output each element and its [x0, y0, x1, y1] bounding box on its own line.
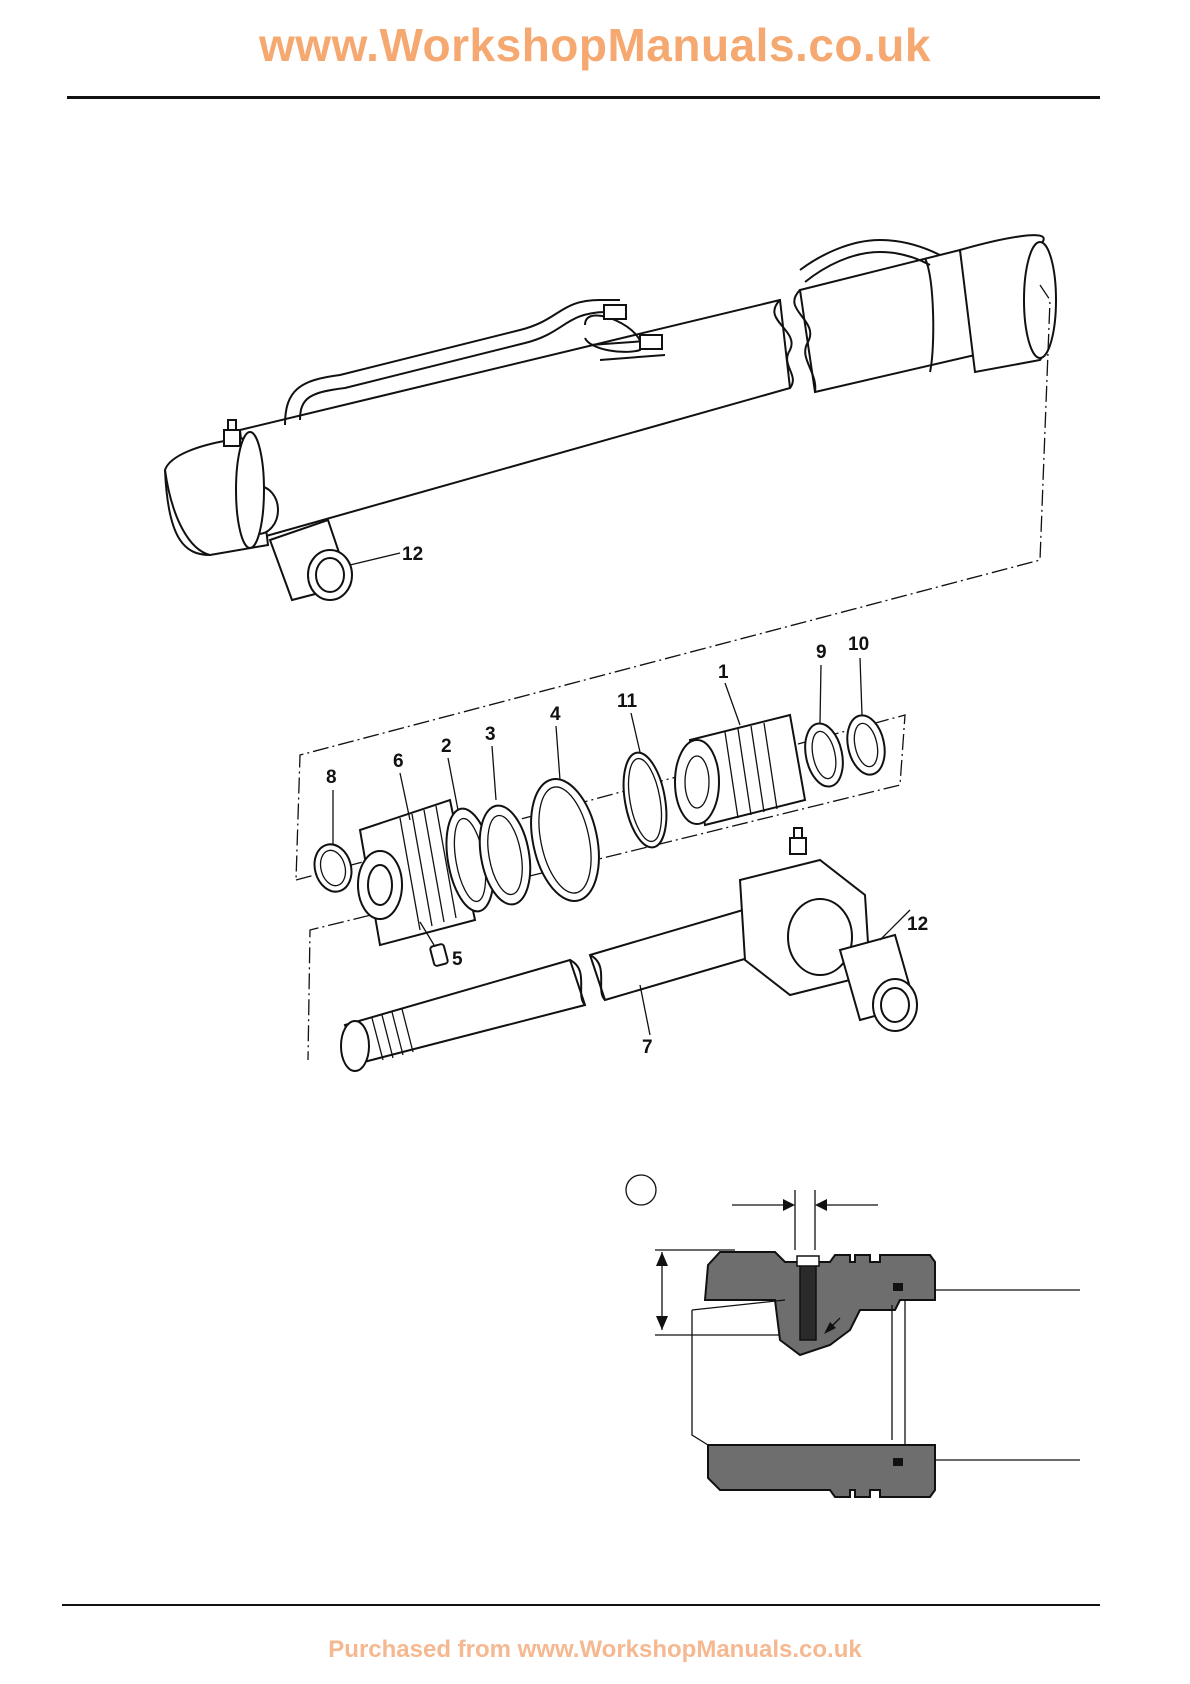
- gland-section-detail: [626, 1175, 1080, 1497]
- section-marker-circle: [626, 1175, 656, 1205]
- callout-2: 2: [441, 736, 452, 757]
- callout-8: 8: [326, 767, 337, 788]
- callout-9: 9: [816, 642, 827, 663]
- callout-12-bottom: 12: [907, 914, 928, 935]
- callout-5: 5: [452, 949, 463, 970]
- cylinder-barrel-assembly: [165, 235, 1056, 600]
- footer-divider: [62, 1604, 1100, 1606]
- callout-4: 4: [550, 704, 561, 725]
- callout-10: 10: [848, 634, 869, 655]
- callout-6: 6: [393, 751, 404, 772]
- callout-1: 1: [718, 662, 729, 683]
- callout-12-top: 12: [402, 544, 423, 565]
- callout-11: 11: [617, 691, 638, 712]
- callout-7: 7: [642, 1037, 653, 1058]
- callout-3: 3: [485, 724, 496, 745]
- footer-purchase-note: Purchased from www.WorkshopManuals.co.uk: [0, 1636, 1190, 1664]
